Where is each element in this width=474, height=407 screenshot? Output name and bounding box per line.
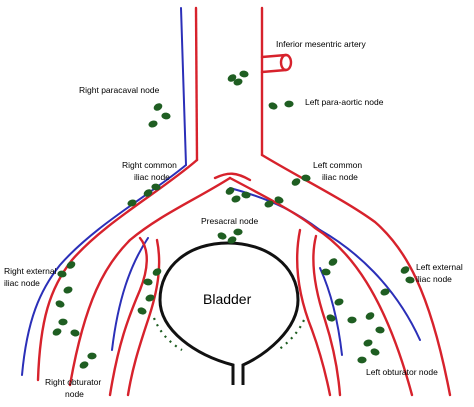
bladder-left-dots [277, 319, 305, 351]
label-right-external-1: Right external [4, 266, 57, 276]
label-ima: Inferior mesentric artery [276, 39, 366, 49]
lymph-node-right-external [63, 286, 73, 294]
lymph-node-right-external [66, 261, 76, 269]
lymph-node-right-external [70, 329, 80, 337]
lymph-node-para-aortic [227, 74, 237, 82]
lymph-node-right-internal [87, 352, 97, 360]
lymph-node-presacral [241, 191, 251, 199]
lymph-node-left-external [400, 266, 410, 274]
lymph-node-right-external [58, 318, 68, 326]
lymph-node-paracaval [148, 120, 158, 128]
label-right-common-2: iliac node [134, 172, 170, 182]
lymph-node-left-obturator [357, 356, 367, 364]
left-internal-iliac-vein [319, 267, 343, 356]
lymph-node-left-obturator [365, 312, 375, 320]
lymph-node-left-external [405, 276, 415, 284]
lymph-node-right-external [52, 328, 62, 336]
lymph-node-right-internal [137, 307, 147, 315]
left-internal-iliac-artery-b [296, 228, 332, 397]
left-iliac-artery-inner [228, 176, 414, 397]
label-left-common-2: iliac node [322, 172, 358, 182]
label-left-external-2: iliac node [416, 274, 452, 284]
ima-lower-wall [260, 68, 288, 74]
labels: Inferior mesentric artery Right paracava… [4, 39, 463, 399]
aorta-left-wall [194, 6, 199, 162]
lymph-node-paracaval [153, 103, 163, 111]
right-internal-iliac-vein [111, 237, 149, 351]
label-bladder: Bladder [203, 291, 252, 307]
right-internal-iliac-artery-b [126, 238, 161, 397]
bladder [152, 241, 305, 385]
left-internal-iliac-artery [312, 234, 342, 397]
label-left-common-1: Left common [313, 160, 362, 170]
right-internal-iliac-artery [108, 236, 148, 397]
lymph-node-left-internal [334, 298, 344, 306]
label-left-obturator: Left obturator node [366, 367, 438, 377]
lymph-node-right-external [55, 300, 65, 308]
lymph-node-presacral [227, 236, 237, 244]
bladder-outline [158, 241, 300, 385]
lymph-node-paracaval [161, 112, 171, 120]
lymph-node-right-common [151, 183, 161, 191]
bladder-right-dots [152, 317, 183, 351]
lymph-node-left-internal [321, 268, 331, 276]
label-right-obturator-2: node [65, 389, 84, 399]
lymph-node-left-internal [347, 316, 357, 324]
lymph-node-left-obturator [370, 348, 380, 356]
lymph-node-right-external [57, 270, 67, 278]
lymph-node-presacral [231, 195, 241, 203]
presacral-arch [213, 172, 252, 182]
right-iliac-artery-outer [36, 158, 199, 382]
lymph-node-right-internal [143, 278, 153, 286]
lymph-node-right-internal [152, 268, 162, 276]
right-iliac-artery-inner [68, 176, 232, 387]
left-external-iliac-vein [319, 229, 421, 341]
label-presacral: Presacral node [201, 216, 258, 226]
lymph-node-para-aortic [239, 70, 249, 78]
lymph-node-para-aortic [284, 100, 294, 108]
label-left-external-1: Left external [416, 262, 463, 272]
label-right-external-2: iliac node [4, 278, 40, 288]
lymph-node-right-internal [145, 294, 155, 302]
label-right-obturator-1: Right obturator [45, 377, 101, 387]
ima-end [279, 53, 293, 72]
lymph-node-para-aortic [268, 102, 278, 110]
lymph-node-presacral [233, 228, 243, 236]
vessels [21, 6, 452, 397]
lymph-node-left-obturator [375, 326, 385, 334]
lymph-node-left-internal [326, 314, 336, 322]
label-left-para-aortic: Left para-aortic node [305, 97, 384, 107]
lymph-node-presacral [225, 187, 235, 195]
lymph-node-left-obturator [363, 339, 373, 347]
lymph-node-left-common [291, 178, 301, 186]
lymph-node-left-external [380, 288, 390, 296]
lymph-node-presacral [217, 232, 227, 240]
lymph-node-left-common [301, 174, 311, 182]
lymph-node-left-internal [328, 258, 338, 266]
vena-cava-left-wall [180, 7, 187, 166]
label-right-common-1: Right common [122, 160, 177, 170]
lymph-node-left-common [264, 200, 274, 208]
label-right-paracaval: Right paracaval node [79, 85, 160, 95]
lymph-node-right-common [127, 199, 137, 207]
lymph-node-para-aortic [233, 78, 243, 86]
lymph-node-right-common [143, 189, 153, 197]
ima-upper-wall [260, 53, 288, 59]
lymph-node-left-common [274, 196, 284, 204]
lymph-nodes [52, 70, 415, 369]
lymph-node-right-internal [79, 361, 89, 369]
